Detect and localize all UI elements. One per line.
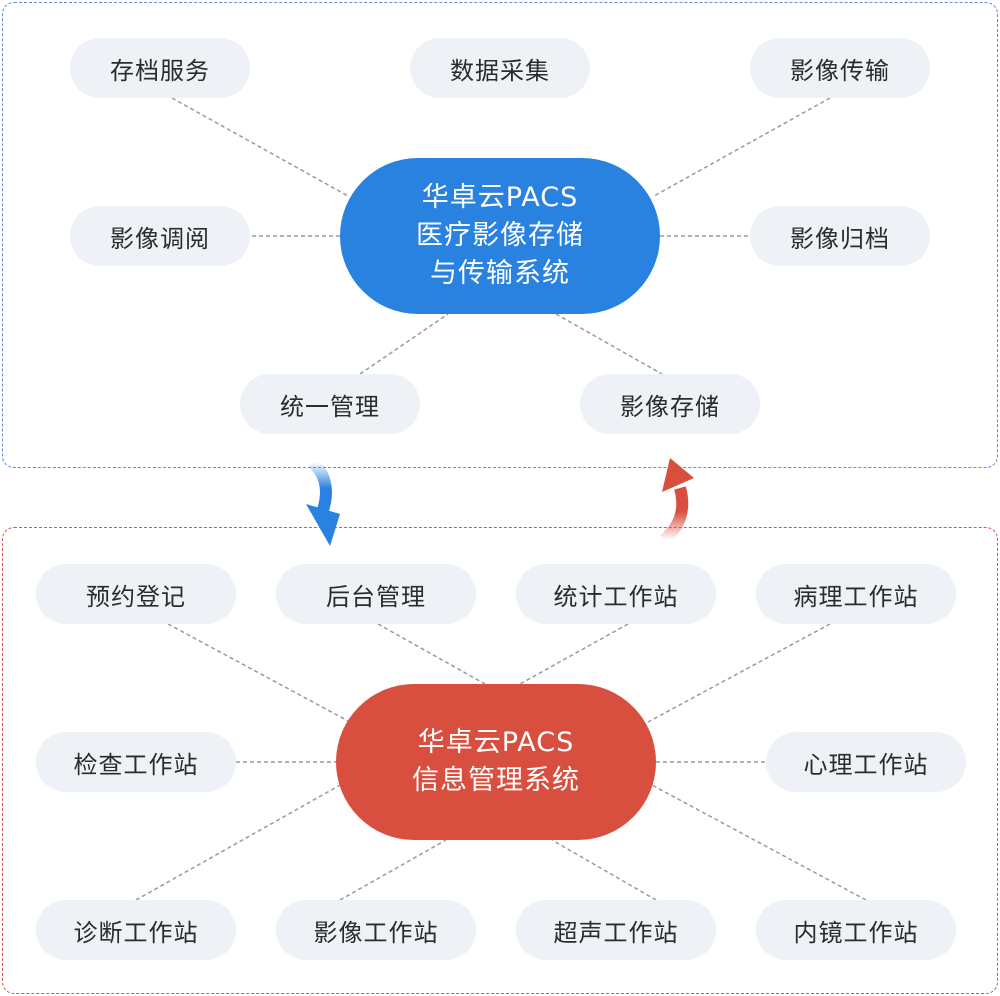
module-psychology-workstation: 心理工作站 (766, 732, 966, 792)
module-backend-management: 后台管理 (276, 564, 476, 624)
hub-title-line: 华卓云PACS (421, 182, 579, 213)
connector-line (649, 783, 867, 901)
module-image-transfer: 影像传输 (750, 38, 930, 98)
module-image-viewing: 影像调阅 (70, 206, 250, 266)
hub-title-line: 与传输系统 (430, 258, 570, 289)
module-unified-management: 统一管理 (240, 374, 420, 434)
connector-line (653, 97, 831, 197)
module-image-archiving: 影像归档 (750, 206, 930, 266)
connector-line (647, 623, 831, 723)
pacs-storage-frame (2, 2, 998, 468)
module-archive-service: 存档服务 (70, 38, 250, 98)
connector-line (551, 839, 657, 901)
hub-title-line: 医疗影像存储 (416, 220, 584, 251)
module-appointment-registration: 预约登记 (36, 564, 236, 624)
module-pathology-workstation: 病理工作站 (756, 564, 956, 624)
connector-line (171, 97, 349, 197)
connector-line (519, 623, 629, 685)
connector-line (167, 623, 351, 723)
module-ultrasound-workstation: 超声工作站 (516, 900, 716, 960)
module-examination-workstation: 检查工作站 (36, 732, 236, 792)
connector-line (135, 783, 343, 901)
connector-line (377, 623, 486, 685)
module-diagnosis-workstation: 诊断工作站 (36, 900, 236, 960)
pacs-info-hub: 华卓云PACS 信息管理系统 (336, 684, 656, 840)
up-arrow-icon (659, 458, 694, 544)
down-arrow-icon (306, 458, 340, 546)
pacs-storage-hub: 华卓云PACS 医疗影像存储 与传输系统 (340, 158, 660, 314)
connector-line (555, 313, 663, 375)
hub-title-line: 华卓云PACS (417, 727, 575, 758)
connector-line (359, 313, 449, 375)
hub-title-line: 信息管理系统 (412, 765, 580, 796)
module-endoscopy-workstation: 内镜工作站 (756, 900, 956, 960)
module-statistics-workstation: 统计工作站 (516, 564, 716, 624)
module-image-storage: 影像存储 (580, 374, 760, 434)
module-imaging-workstation: 影像工作站 (276, 900, 476, 960)
pacs-info-frame (2, 527, 998, 994)
connector-line (339, 839, 447, 901)
module-data-collection: 数据采集 (410, 38, 590, 98)
